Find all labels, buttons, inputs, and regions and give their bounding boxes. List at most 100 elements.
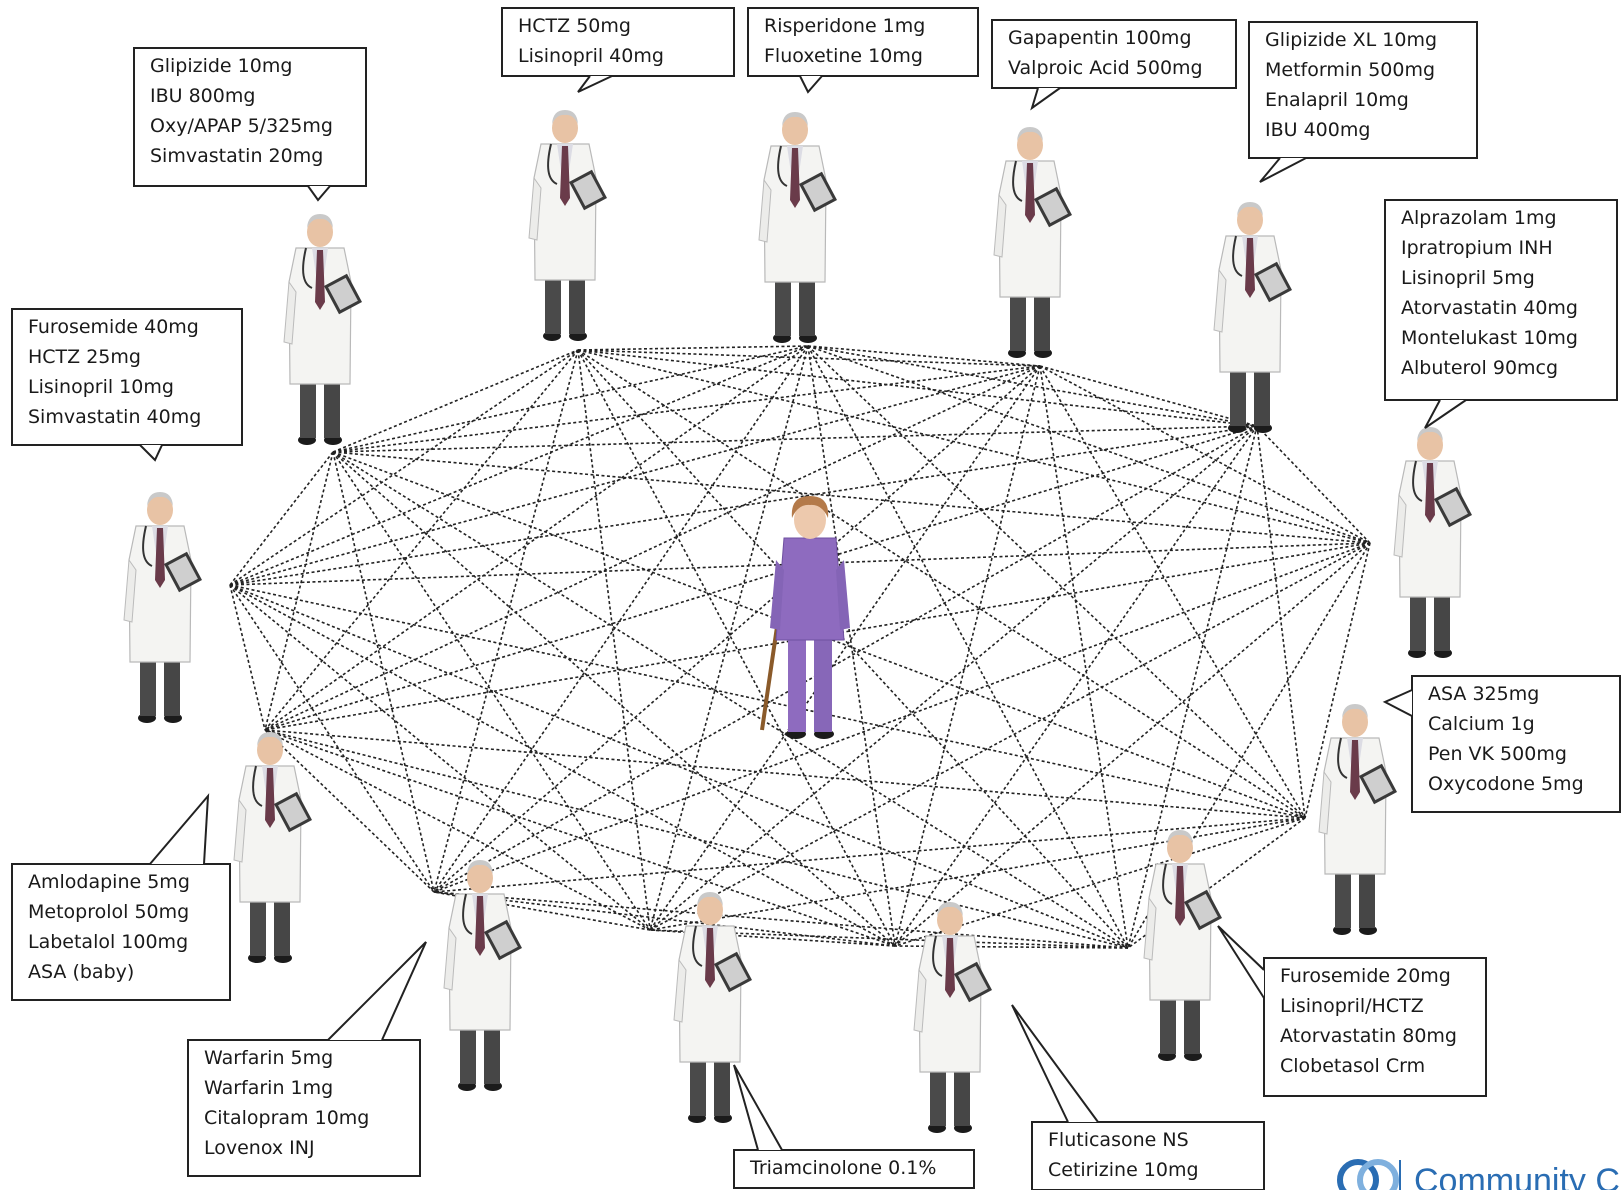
callout-box [747,7,979,77]
network-link [649,542,1371,931]
callout-pointer [1424,399,1467,429]
med-item: Atorvastatin 80mg [1280,1025,1457,1047]
med-item: Triamcinolone 0.1% [749,1157,936,1179]
doctor-figure-10 [913,901,993,1134]
med-item: Albuterol 90mcg [1401,357,1558,379]
med-item: Fluticasone NS [1048,1129,1189,1151]
med-item: Calcium 1g [1428,713,1535,735]
network-link [433,891,896,947]
doctor-figure-5 [993,126,1073,359]
network-link [332,451,651,931]
doctor-figure-8 [1318,703,1398,936]
network-link [1256,425,1306,819]
med-item: Risperidone 1mg [764,15,925,37]
med-item: Oxy/APAP 5/325mg [150,115,333,137]
callout-box [11,308,243,446]
callout-box [11,863,231,1001]
network-link [577,349,651,931]
network-link [649,425,1258,931]
med-item: Atorvastatin 40mg [1401,297,1578,319]
network-link [332,451,1129,949]
med-item: Warfarin 1mg [204,1077,333,1099]
network-link [577,349,1371,544]
network-link [894,542,1371,947]
callout-box [133,47,367,187]
callout-pointer [799,75,823,94]
network-link [229,451,334,586]
callout-box [1411,675,1621,813]
med-item: Lisinopril 5mg [1401,267,1535,289]
med-item: IBU 800mg [150,85,255,107]
network-link [807,345,896,947]
doctor-figure-9 [1143,829,1223,1062]
med-item: Oxycodone 5mg [1428,773,1584,795]
callout-box [991,19,1237,89]
med-item: Simvastatin 40mg [28,406,201,428]
callout-box [1384,199,1618,401]
network-link [1039,365,1258,427]
logo-mark-icon [1337,1159,1399,1190]
med-item: Clobetasol Crm [1280,1055,1425,1077]
med-item: HCTZ 50mg [518,15,631,37]
network-link [1256,425,1371,544]
med-item: Metoprolol 50mg [28,901,189,923]
callout-box [1031,1121,1265,1190]
network-link [229,349,579,586]
network-link [264,425,1258,731]
network-link [229,584,651,931]
network-link [894,817,1306,947]
callout-pointer [1259,157,1307,183]
network-link [332,365,1041,453]
doctor-figure-1 [123,491,203,724]
network-link [577,349,1129,949]
network-link [433,817,1306,893]
med-item: Enalapril 10mg [1265,89,1409,111]
network-link [1039,365,1306,819]
community-logo: Community C [1337,1159,1620,1190]
callout-pointer [307,185,331,202]
network-link [433,891,1129,949]
callout-pointer [1011,1004,1099,1123]
network-link [229,584,1306,819]
network-link [1127,425,1258,949]
doctor-figure-12 [443,859,523,1092]
network-link [229,584,266,731]
med-item: Pen VK 500mg [1428,743,1567,765]
med-callout-9: Furosemide 20mgLisinopril/HCTZAtorvastat… [1217,925,1487,1097]
callout-box [1248,21,1478,159]
med-item: Ipratropium INH [1401,237,1553,259]
network-link [264,729,435,893]
network-link [264,729,896,947]
network-link [894,365,1041,947]
network-link [264,729,1306,819]
network-link [649,365,1041,931]
callout-box [1263,957,1487,1097]
med-item: Citalopram 10mg [204,1107,369,1129]
network-link [264,345,809,731]
network-link [807,345,1371,544]
med-callout-11: Triamcinolone 0.1% [733,1064,975,1189]
network-link [577,349,1306,819]
med-item: Lisinopril 10mg [28,376,174,398]
network-link [264,451,334,731]
network-link [332,451,435,893]
network-link [807,345,1306,819]
med-item: Valproic Acid 500mg [1008,57,1203,79]
callout-pointer [1217,925,1265,999]
callout-pointer [139,444,163,462]
callout-pointer [733,1064,783,1151]
med-item: Furosemide 20mg [1280,965,1451,987]
callout-pointer [1382,689,1413,717]
med-item: Simvastatin 20mg [150,145,323,167]
network-link [649,817,1306,931]
doctor-figure-7 [1393,426,1473,659]
med-item: Amlodapine 5mg [28,871,190,893]
